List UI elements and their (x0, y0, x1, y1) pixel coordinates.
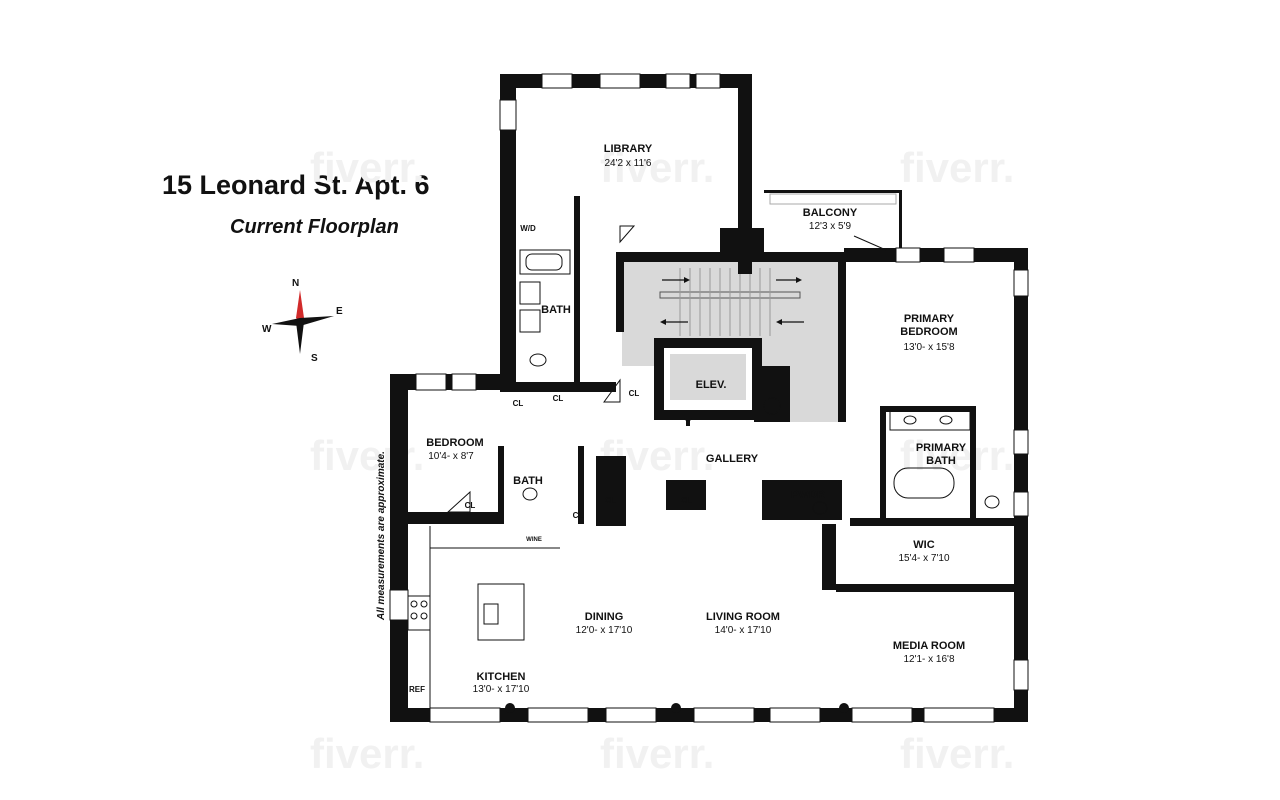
dining-dims: 12'0- x 17'10 (576, 625, 633, 636)
balcony-dims: 12'3 x 5'9 (809, 221, 852, 232)
ref-label: REF (409, 685, 425, 694)
library-label: LIBRARY (604, 143, 653, 155)
closet-label: CL (605, 496, 616, 505)
svg-text:fiverr.: fiverr. (900, 432, 1014, 479)
media-room-dims: 12'1- x 16'8 (903, 654, 955, 665)
columns (505, 703, 849, 713)
svg-text:fiverr.: fiverr. (310, 144, 424, 191)
bath-lower-label: BATH (513, 475, 543, 487)
elevator-label: ELEV. (696, 379, 727, 391)
media-room-label: MEDIA ROOM (893, 640, 965, 652)
compass-n: N (292, 278, 299, 289)
svg-text:fiverr.: fiverr. (900, 730, 1014, 777)
primary-bedroom-label-2: BEDROOM (900, 326, 957, 338)
fixtures (407, 193, 1000, 708)
closet-label: CL (553, 394, 564, 403)
svg-text:fiverr.: fiverr. (900, 144, 1014, 191)
compass-s: S (311, 353, 318, 364)
compass-rose-icon: N E S W (262, 278, 343, 364)
closet-label: CL (629, 389, 640, 398)
compass-e: E (336, 306, 343, 317)
gallery-label: GALLERY (706, 453, 759, 465)
primary-bath-label-2: BATH (926, 455, 956, 467)
wic-label: WIC (913, 539, 934, 551)
closet-label: CL (573, 511, 584, 520)
page-title: 15 Leonard St. Apt. 6 (162, 170, 430, 200)
walls (389, 73, 1029, 723)
svg-text:fiverr.: fiverr. (600, 144, 714, 191)
closet-label: CL (681, 496, 692, 505)
page-subtitle: Current Floorplan (230, 216, 399, 238)
measurement-note: All measurements are approximate. (376, 451, 387, 621)
primary-bath-label-1: PRIMARY (916, 442, 967, 454)
wine-label: WINE (526, 537, 542, 543)
balcony-label: BALCONY (803, 207, 858, 219)
dining-label: DINING (585, 611, 624, 623)
bath-upper-label: BATH (541, 304, 571, 316)
watermarks: fiverr. fiverr. fiverr. fiverr. fiverr. … (310, 144, 1014, 777)
room-labels: LIBRARY 24'2 x 11'6 BALCONY 12'3 x 5'9 P… (409, 143, 967, 695)
living-room-label: LIVING ROOM (706, 611, 780, 623)
powder-label: PWDR (791, 489, 825, 501)
elevator (654, 338, 762, 426)
primary-bedroom-dims: 13'0- x 15'8 (903, 342, 955, 353)
compass-w: W (262, 324, 272, 335)
primary-bedroom-label-1: PRIMARY (904, 313, 955, 325)
wd-label: W/D (520, 224, 536, 233)
closet-label: CL (513, 399, 524, 408)
closet-label: CL (465, 501, 476, 510)
kitchen-label: KITCHEN (477, 671, 526, 683)
svg-text:fiverr.: fiverr. (310, 730, 424, 777)
library-dims: 24'2 x 11'6 (604, 158, 651, 169)
bedroom-label: BEDROOM (426, 437, 483, 449)
wic-dims: 15'4- x 7'10 (898, 553, 950, 564)
living-room-dims: 14'0- x 17'10 (715, 625, 772, 636)
kitchen-dims: 13'0- x 17'10 (473, 684, 530, 695)
svg-text:fiverr.: fiverr. (600, 730, 714, 777)
bedroom-dims: 10'4- x 8'7 (428, 451, 474, 462)
